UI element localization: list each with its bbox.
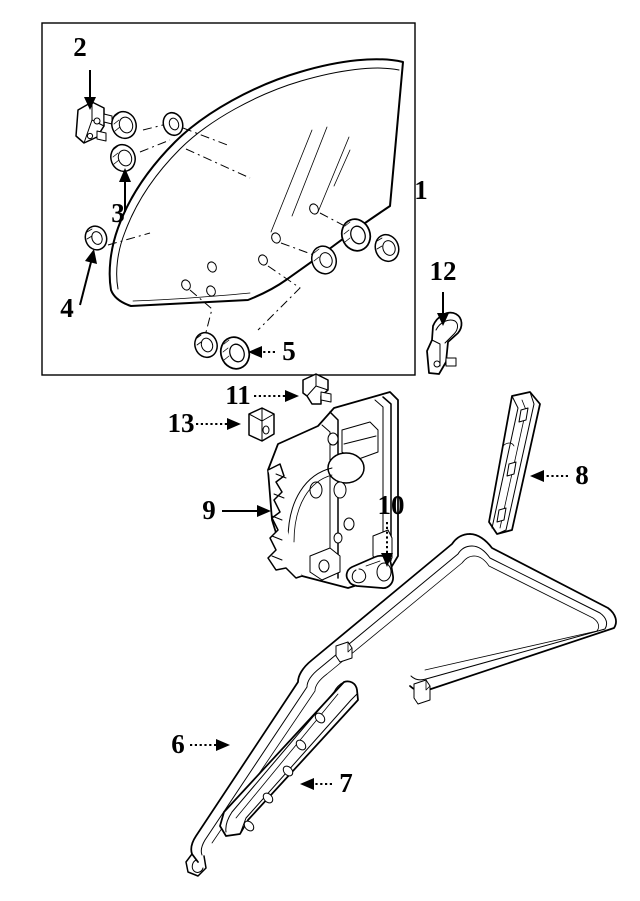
glass-roller-bushing-right-upper xyxy=(340,218,372,252)
window-latch-striker-bracket xyxy=(426,311,463,375)
callout-label-9: 9 xyxy=(202,495,216,525)
glass-assembly-phantom-lines xyxy=(107,121,357,337)
regulator-guide-block xyxy=(248,407,275,442)
callout-leaders xyxy=(79,70,568,790)
callout-label-3: 3 xyxy=(111,198,125,228)
regulator-upper-stop-bracket xyxy=(302,373,332,405)
callout-label-5: 5 xyxy=(282,336,296,366)
glass-assembly-group-box xyxy=(41,22,416,376)
glass-grommet xyxy=(84,225,108,251)
callout-label-8: 8 xyxy=(575,460,589,490)
callout-label-6: 6 xyxy=(171,729,185,759)
callout-numbers: 1 2 3 4 5 6 7 8 9 10 11 12 13 xyxy=(60,32,589,798)
glass-mounting-holes xyxy=(181,203,319,297)
regulator-handle-crank xyxy=(345,554,394,589)
glass-washer-top xyxy=(162,111,184,137)
callout-label-4: 4 xyxy=(60,293,74,323)
door-window-glass xyxy=(107,58,404,337)
door-window-weatherstrip-frame xyxy=(185,533,617,877)
glass-roller-bushing-upper xyxy=(110,110,137,173)
glass-roller-bushing-mid xyxy=(310,245,338,275)
callout-label-11: 11 xyxy=(225,380,251,410)
glass-mounting-bracket xyxy=(75,101,113,144)
callout-label-10: 10 xyxy=(378,490,405,520)
glass-roller-bushing-lower xyxy=(194,331,251,370)
callout-label-7: 7 xyxy=(339,768,353,798)
glass-highlight-lines xyxy=(270,126,351,233)
callout-label-1: 1 xyxy=(414,175,428,205)
door-window-division-trim-strip xyxy=(219,680,359,837)
window-run-channel-vertical xyxy=(488,391,541,535)
callout-label-13: 13 xyxy=(168,408,195,438)
callout-label-12: 12 xyxy=(430,256,457,286)
glass-roller-bushing-right-lower xyxy=(374,233,400,263)
callout-label-2: 2 xyxy=(73,32,87,62)
